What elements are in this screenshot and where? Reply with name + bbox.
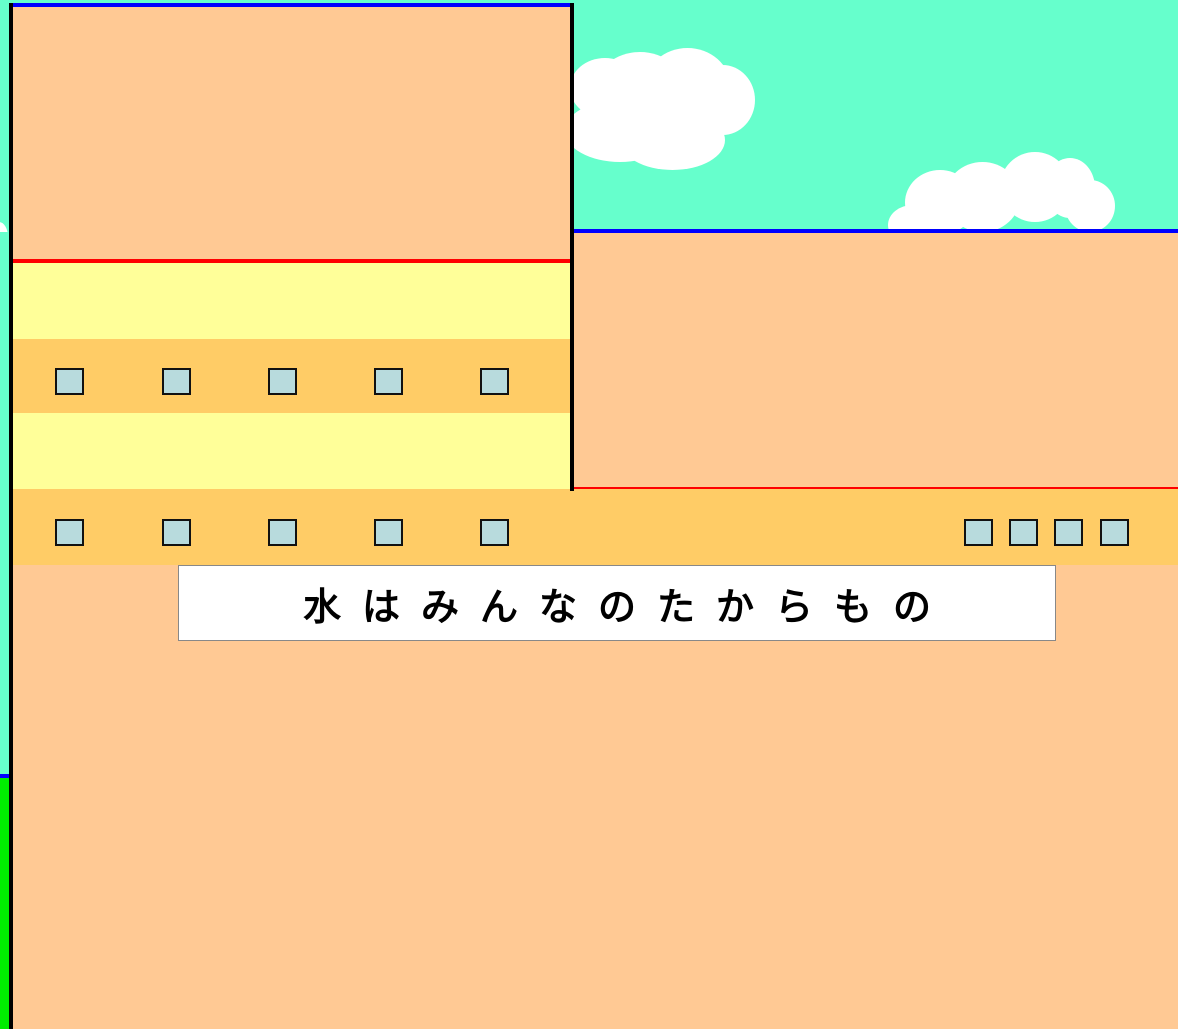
upper-floor-window-band bbox=[12, 339, 570, 413]
window bbox=[162, 368, 191, 395]
slogan-sign: 水はみんなのたからもの bbox=[178, 565, 1056, 641]
building-left-edge bbox=[9, 3, 13, 1029]
tall-building-top bbox=[12, 5, 570, 260]
window bbox=[374, 368, 403, 395]
window bbox=[1009, 519, 1038, 546]
window bbox=[55, 368, 84, 395]
lower-building-roof-line bbox=[572, 229, 1178, 233]
window bbox=[374, 519, 403, 546]
upper-floor-yellow-band-2 bbox=[12, 413, 570, 489]
window bbox=[964, 519, 993, 546]
tall-building-right-edge bbox=[570, 3, 574, 491]
lower-floor-window-band bbox=[12, 489, 1178, 565]
window bbox=[480, 368, 509, 395]
window bbox=[480, 519, 509, 546]
window bbox=[1054, 519, 1083, 546]
window bbox=[268, 368, 297, 395]
slogan-text: 水はみんなのたからもの bbox=[302, 584, 952, 629]
floor-line-upper bbox=[12, 259, 570, 263]
window bbox=[268, 519, 297, 546]
ground-line bbox=[0, 774, 12, 778]
upper-floor-yellow-band bbox=[12, 263, 570, 339]
window bbox=[162, 519, 191, 546]
tall-building-roof-line bbox=[12, 3, 574, 7]
window bbox=[55, 519, 84, 546]
window bbox=[1100, 519, 1129, 546]
